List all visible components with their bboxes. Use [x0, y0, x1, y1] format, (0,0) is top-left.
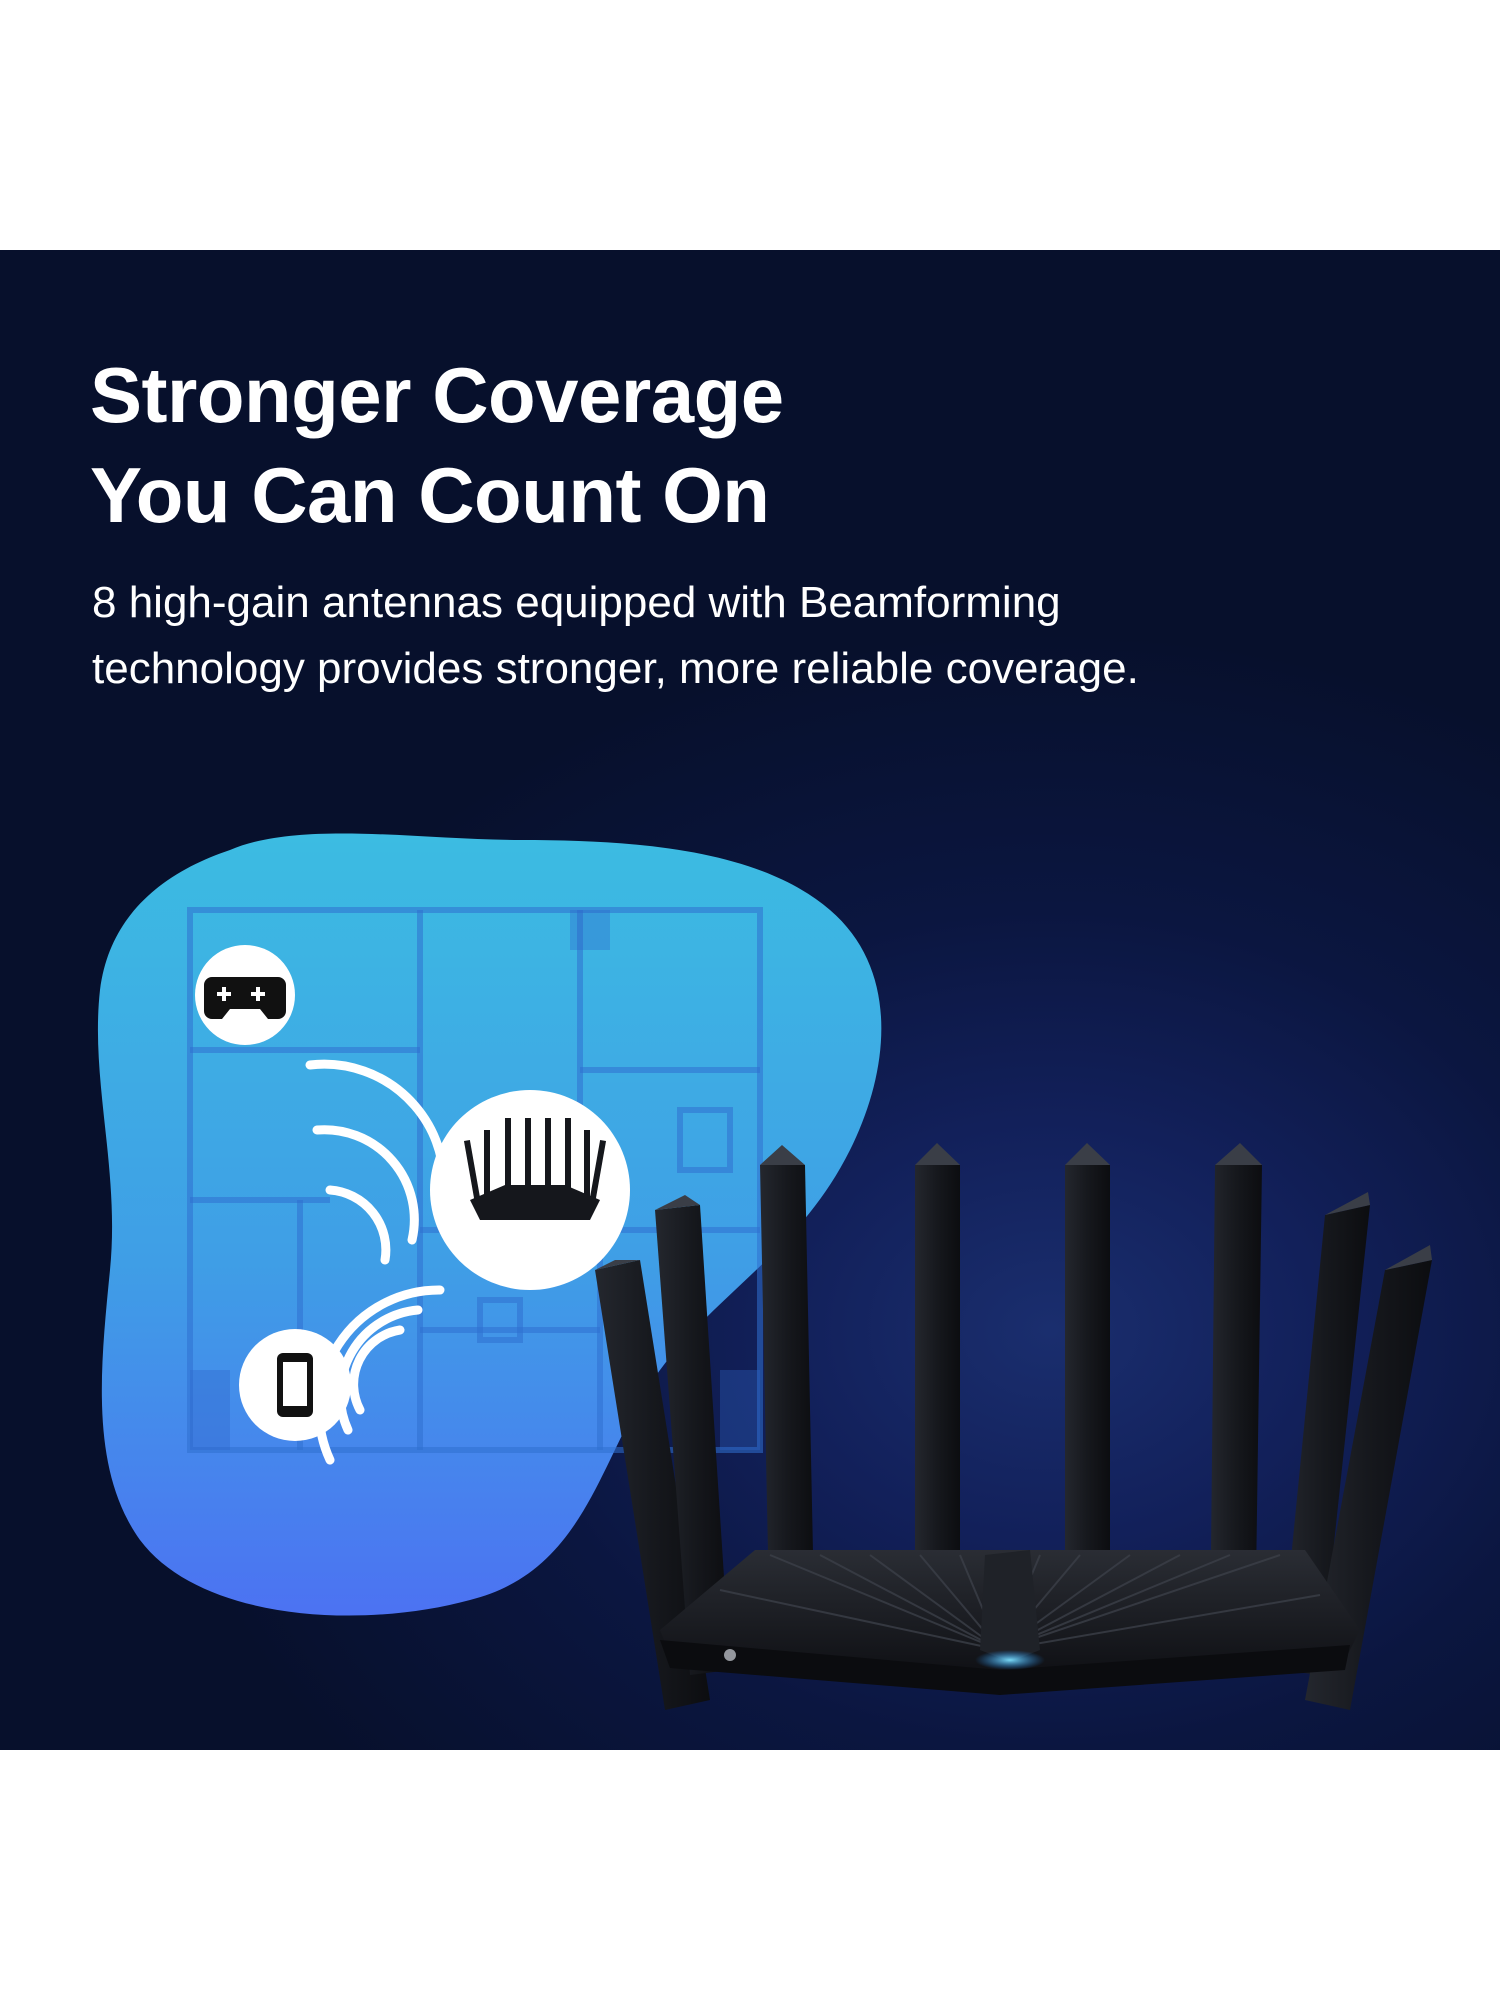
signal-waves-icon	[305, 1059, 449, 1465]
status-led	[975, 1650, 1045, 1670]
feature-description: 8 high-gain antennas equipped with Beamf…	[92, 578, 1139, 693]
router-icon	[430, 1090, 630, 1290]
gamepad-icon	[195, 945, 295, 1045]
headline-line-1: Stronger Coverage	[90, 351, 784, 439]
router-image	[595, 1143, 1432, 1710]
brand-logo	[724, 1649, 736, 1661]
headline: Stronger Coverage You Can Count On	[90, 345, 784, 545]
router-antennas	[595, 1143, 1432, 1710]
headline-line-2: You Can Count On	[90, 451, 770, 539]
product-banner: Stronger Coverage You Can Count On 8 hig…	[0, 250, 1500, 1750]
coverage-illustration	[97, 833, 1432, 1710]
